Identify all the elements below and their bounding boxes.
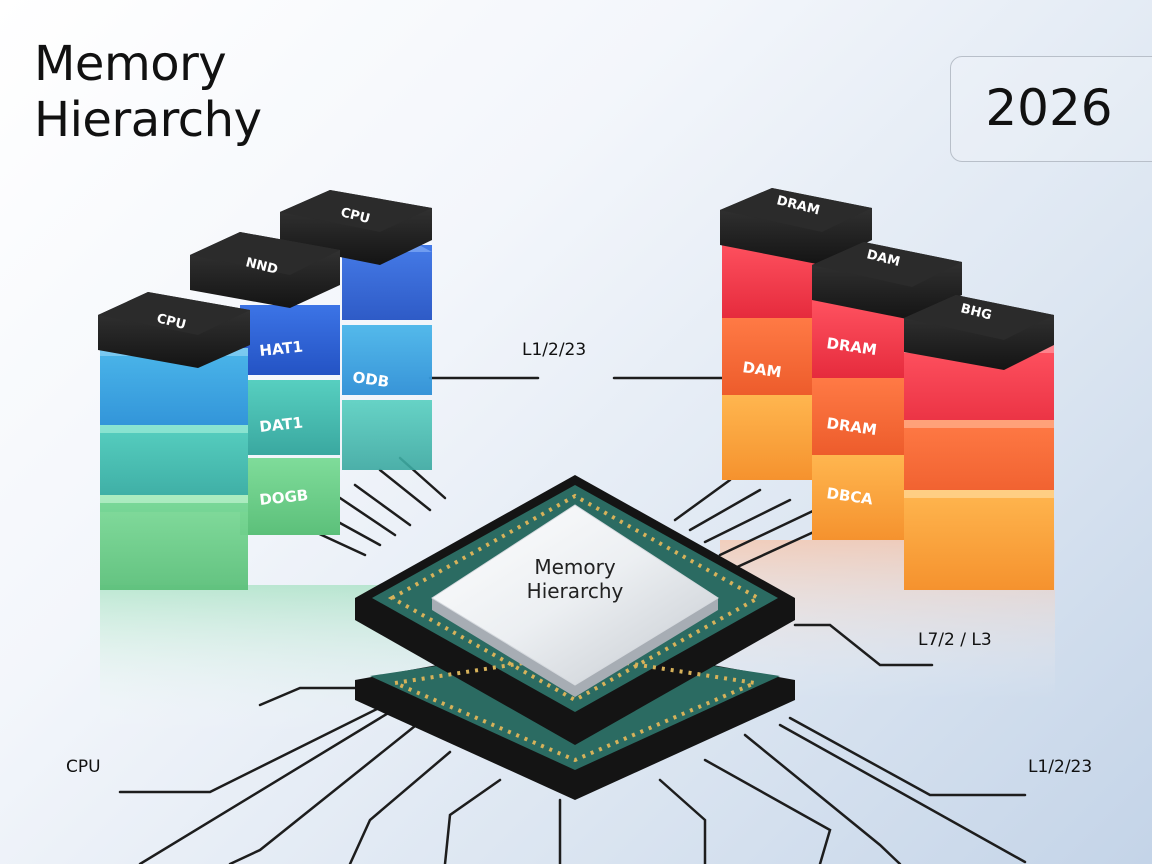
left-cube-mid-back [342,325,432,395]
year-badge: 2026 [950,56,1152,162]
left-stack: HAT1 DAT1 DOGB ODB CPU NND CPU [98,190,432,590]
right-cube-front-3 [904,490,1054,590]
circuit-traces [118,376,1027,864]
right-cap-back [720,188,872,265]
right-cube-back-3 [722,395,822,480]
left-cube-front-3 [100,495,248,590]
left-cube-dogb [240,458,340,535]
right-stack: DRAM DAM DRAM DBCA DRAM DAM BHG [720,188,1054,590]
left-cube-label-dogb: DOGB [259,486,310,509]
left-cube-label-hat1: HAT1 [259,338,304,360]
left-cube-hat1 [240,305,340,375]
left-cap-label-front: CPU [155,311,187,333]
right-cap-front [904,295,1054,370]
chip-label-line-2: Hierarchy [527,579,624,603]
left-cube-label-dat1: DAT1 [259,414,304,436]
callout-bottom-left: CPU [66,757,101,777]
left-cube-front-2 [100,425,248,512]
right-cube-mid-2 [812,378,912,460]
left-cube-low-back [342,400,432,470]
left-cap-label-back: CPU [339,205,371,227]
right-cube-mid-3 [812,455,912,540]
left-cube-label-odb: ODB [351,368,390,391]
chip-die [431,504,719,686]
right-cube-label-dam: DAM [741,358,782,381]
left-cap-front [98,292,250,368]
left-cap-middle [190,232,340,308]
right-cube-mid-1 [812,300,912,380]
right-cap-label-front: BHG [959,301,993,323]
year-text: 2026 [985,79,1113,137]
title-line-1: Memory [34,36,227,92]
cpu-chip: Memory Hierarchy [355,475,795,800]
right-cube-back-2 [722,318,822,400]
callout-bottom-right: L1/2/23 [1028,757,1093,777]
title-line-2: Hierarchy [34,92,262,148]
left-cube-dat1 [240,380,340,455]
chip-label-line-1: Memory [534,555,616,579]
callout-right-mid: L7/2 / L3 [918,630,992,650]
right-cap-middle [812,242,962,320]
page-title: Memory Hierarchy [34,36,262,148]
callout-top-center: L1/2/23 [522,340,587,360]
